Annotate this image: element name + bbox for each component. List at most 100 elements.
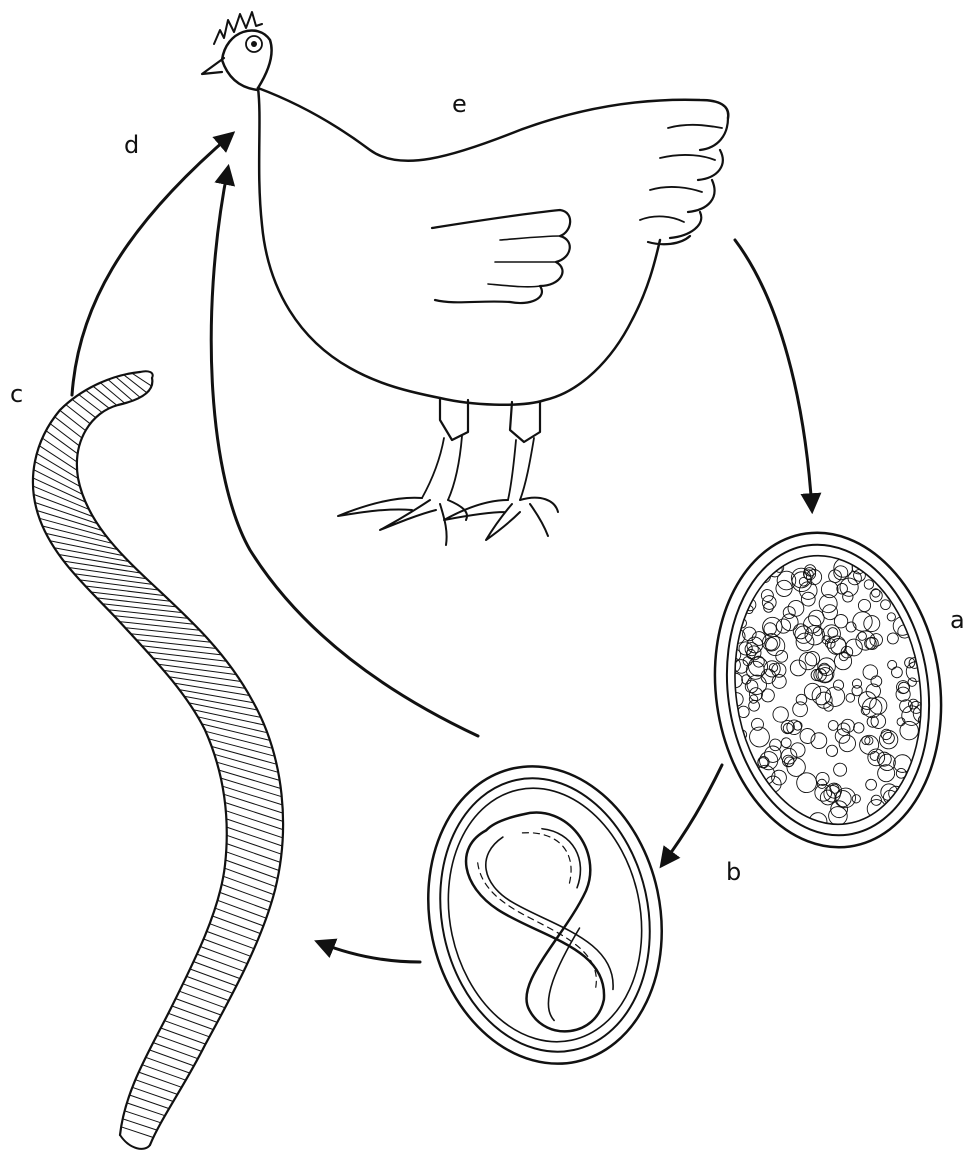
worm-segment-ring — [215, 908, 263, 926]
worm-segment-ring — [204, 939, 251, 956]
worm-segment-ring — [226, 811, 283, 830]
worm-segment-ring — [114, 616, 194, 625]
egg-cell — [857, 631, 866, 640]
worm-segment-ring — [50, 424, 79, 446]
egg-cell — [764, 745, 783, 764]
egg-cell — [790, 742, 806, 758]
worm-segment-ring — [80, 580, 159, 590]
worm-segment-ring — [130, 1095, 170, 1109]
egg-cell — [842, 591, 854, 603]
egg-cell — [775, 650, 788, 663]
worm-segment-ring — [132, 1087, 173, 1101]
worm-segment-ring — [149, 1050, 194, 1066]
egg-cell — [879, 544, 899, 564]
worm-segment-ring — [222, 884, 272, 902]
egg-cell — [826, 745, 839, 758]
egg-cell — [877, 764, 896, 783]
worm-segment-ring — [226, 852, 279, 871]
worm-segment-ring — [198, 717, 267, 733]
worm-segment-ring — [227, 827, 283, 846]
worm-segment-ring — [212, 747, 277, 765]
worm-segment-ring — [206, 731, 273, 748]
worm-segment-ring — [172, 1006, 217, 1022]
worm-segment-ring — [136, 640, 216, 649]
worm-segment-ring — [194, 962, 241, 979]
worm-segment-ring — [158, 664, 236, 674]
egg-cell — [899, 720, 920, 741]
label-d: d — [124, 131, 139, 159]
worm-segment-ring — [221, 778, 282, 797]
worm-segment-ring — [74, 574, 152, 585]
worm-segment-ring — [227, 835, 282, 854]
worm-segment-ring — [193, 710, 264, 725]
label-c: c — [10, 380, 23, 408]
egg-cell — [799, 728, 816, 745]
egg-cell — [852, 611, 874, 633]
worm-segment-ring — [69, 568, 147, 579]
worm-segment-ring — [190, 969, 236, 986]
worm-segment-ring — [86, 390, 109, 408]
worm-segment-ring — [184, 696, 257, 710]
egg-cell — [885, 539, 898, 552]
egg-cell — [882, 732, 895, 745]
egg-cell — [751, 718, 765, 732]
egg-cell — [830, 800, 849, 819]
egg-cell — [811, 685, 832, 706]
egg-cell — [835, 787, 857, 809]
egg-cell — [896, 543, 905, 552]
worm-segment-ring — [135, 1080, 177, 1095]
egg-cell — [781, 737, 792, 748]
worm-segment-ring — [176, 999, 222, 1016]
worm-segment-ring — [223, 786, 283, 805]
arrow-worm-to-hen — [72, 134, 232, 395]
egg-cell — [795, 772, 817, 794]
egg-cell — [887, 612, 896, 621]
worm-segment-ring — [108, 380, 133, 401]
worm-segment-ring — [146, 1057, 190, 1073]
worm-segment-ring — [157, 1035, 202, 1051]
worm-segment-ring — [100, 383, 124, 404]
worm-segment-ring — [60, 410, 86, 430]
worm-segment-ring — [116, 377, 140, 398]
egg-cell — [870, 675, 882, 687]
worm-segment-ring — [125, 628, 205, 637]
worm-segment-ring — [72, 399, 96, 417]
egg-cell — [869, 589, 883, 603]
worm-segment-ring — [189, 703, 261, 718]
egg-cell — [865, 779, 877, 791]
worm-segment-ring — [200, 947, 247, 964]
worm-segment-ring — [66, 405, 90, 424]
worm-segment-ring — [124, 375, 147, 393]
worm-segment-ring — [226, 819, 282, 838]
unembryonated-egg — [695, 518, 961, 862]
worm-segment-ring — [97, 598, 177, 607]
worm-segment-ring — [153, 658, 232, 668]
egg-cell — [887, 660, 897, 670]
worm-segment-ring — [217, 762, 280, 780]
egg-cell — [904, 657, 916, 669]
embryonated-egg — [401, 744, 688, 1085]
worm-segment-ring — [131, 634, 211, 643]
worm-segment-ring — [179, 690, 253, 703]
worm-segment-ring — [225, 803, 283, 822]
arrow-egg-b-to-hen — [211, 168, 478, 736]
worm-segment-ring — [142, 646, 222, 655]
arrow-egg-b-to-worm — [318, 942, 420, 962]
worm-segment-ring — [168, 1013, 213, 1029]
egg-cell — [834, 790, 852, 808]
worm-segment-ring — [121, 1127, 153, 1138]
worm-segment-ring — [223, 876, 273, 894]
egg-cell — [919, 782, 940, 803]
worm-segment-ring — [120, 622, 200, 631]
egg-cell — [744, 679, 758, 693]
worm-segment-ring — [161, 1028, 206, 1044]
worm-segment-ring — [85, 586, 164, 596]
label-a: a — [950, 606, 965, 634]
worm-segment-ring — [46, 431, 78, 454]
worm-segment-ring — [219, 770, 281, 788]
worm-segment-ring — [218, 900, 267, 918]
egg-cell — [891, 666, 903, 678]
cycle-arrows — [72, 134, 812, 962]
worm-segment-ring — [210, 924, 258, 942]
